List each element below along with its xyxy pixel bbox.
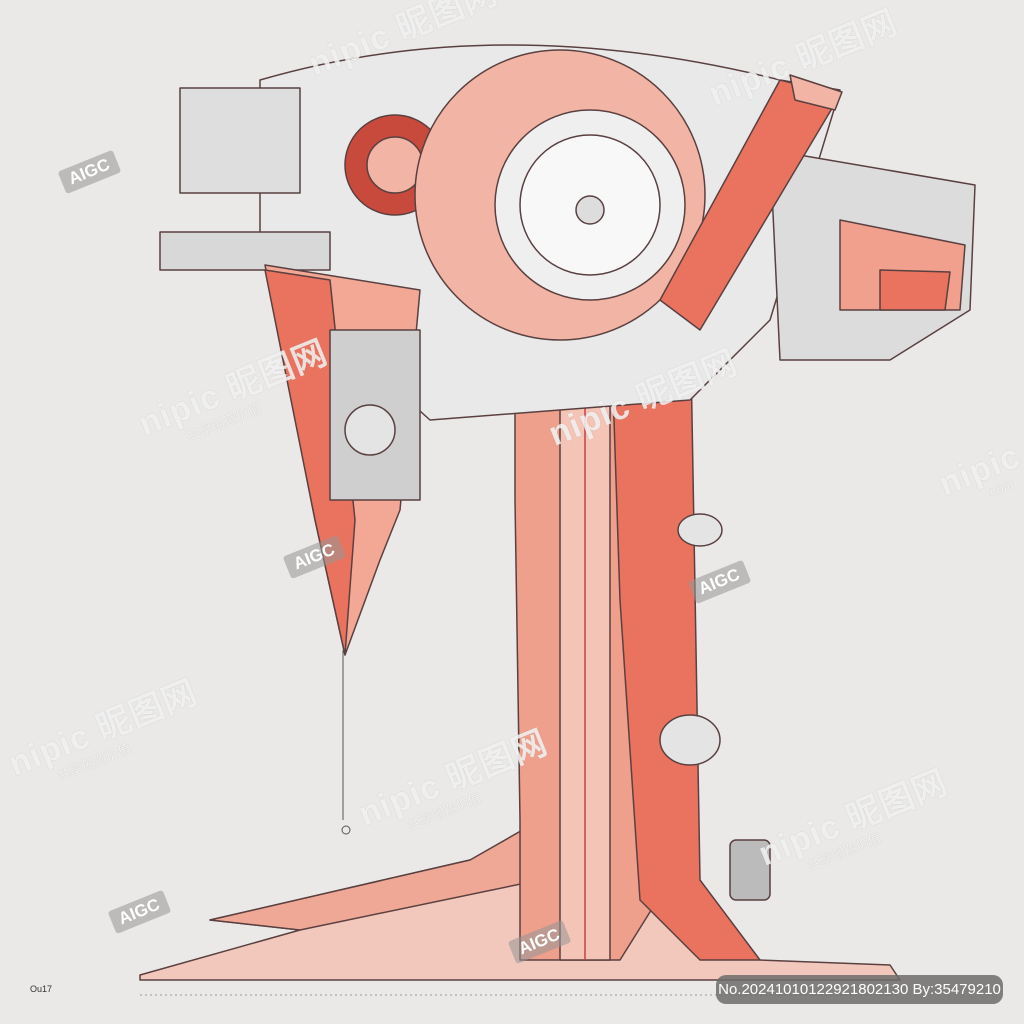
- artist-signature: Ou17: [30, 984, 53, 994]
- image-id-banner: No.20241010122921802130 By:35479210: [716, 975, 1003, 1004]
